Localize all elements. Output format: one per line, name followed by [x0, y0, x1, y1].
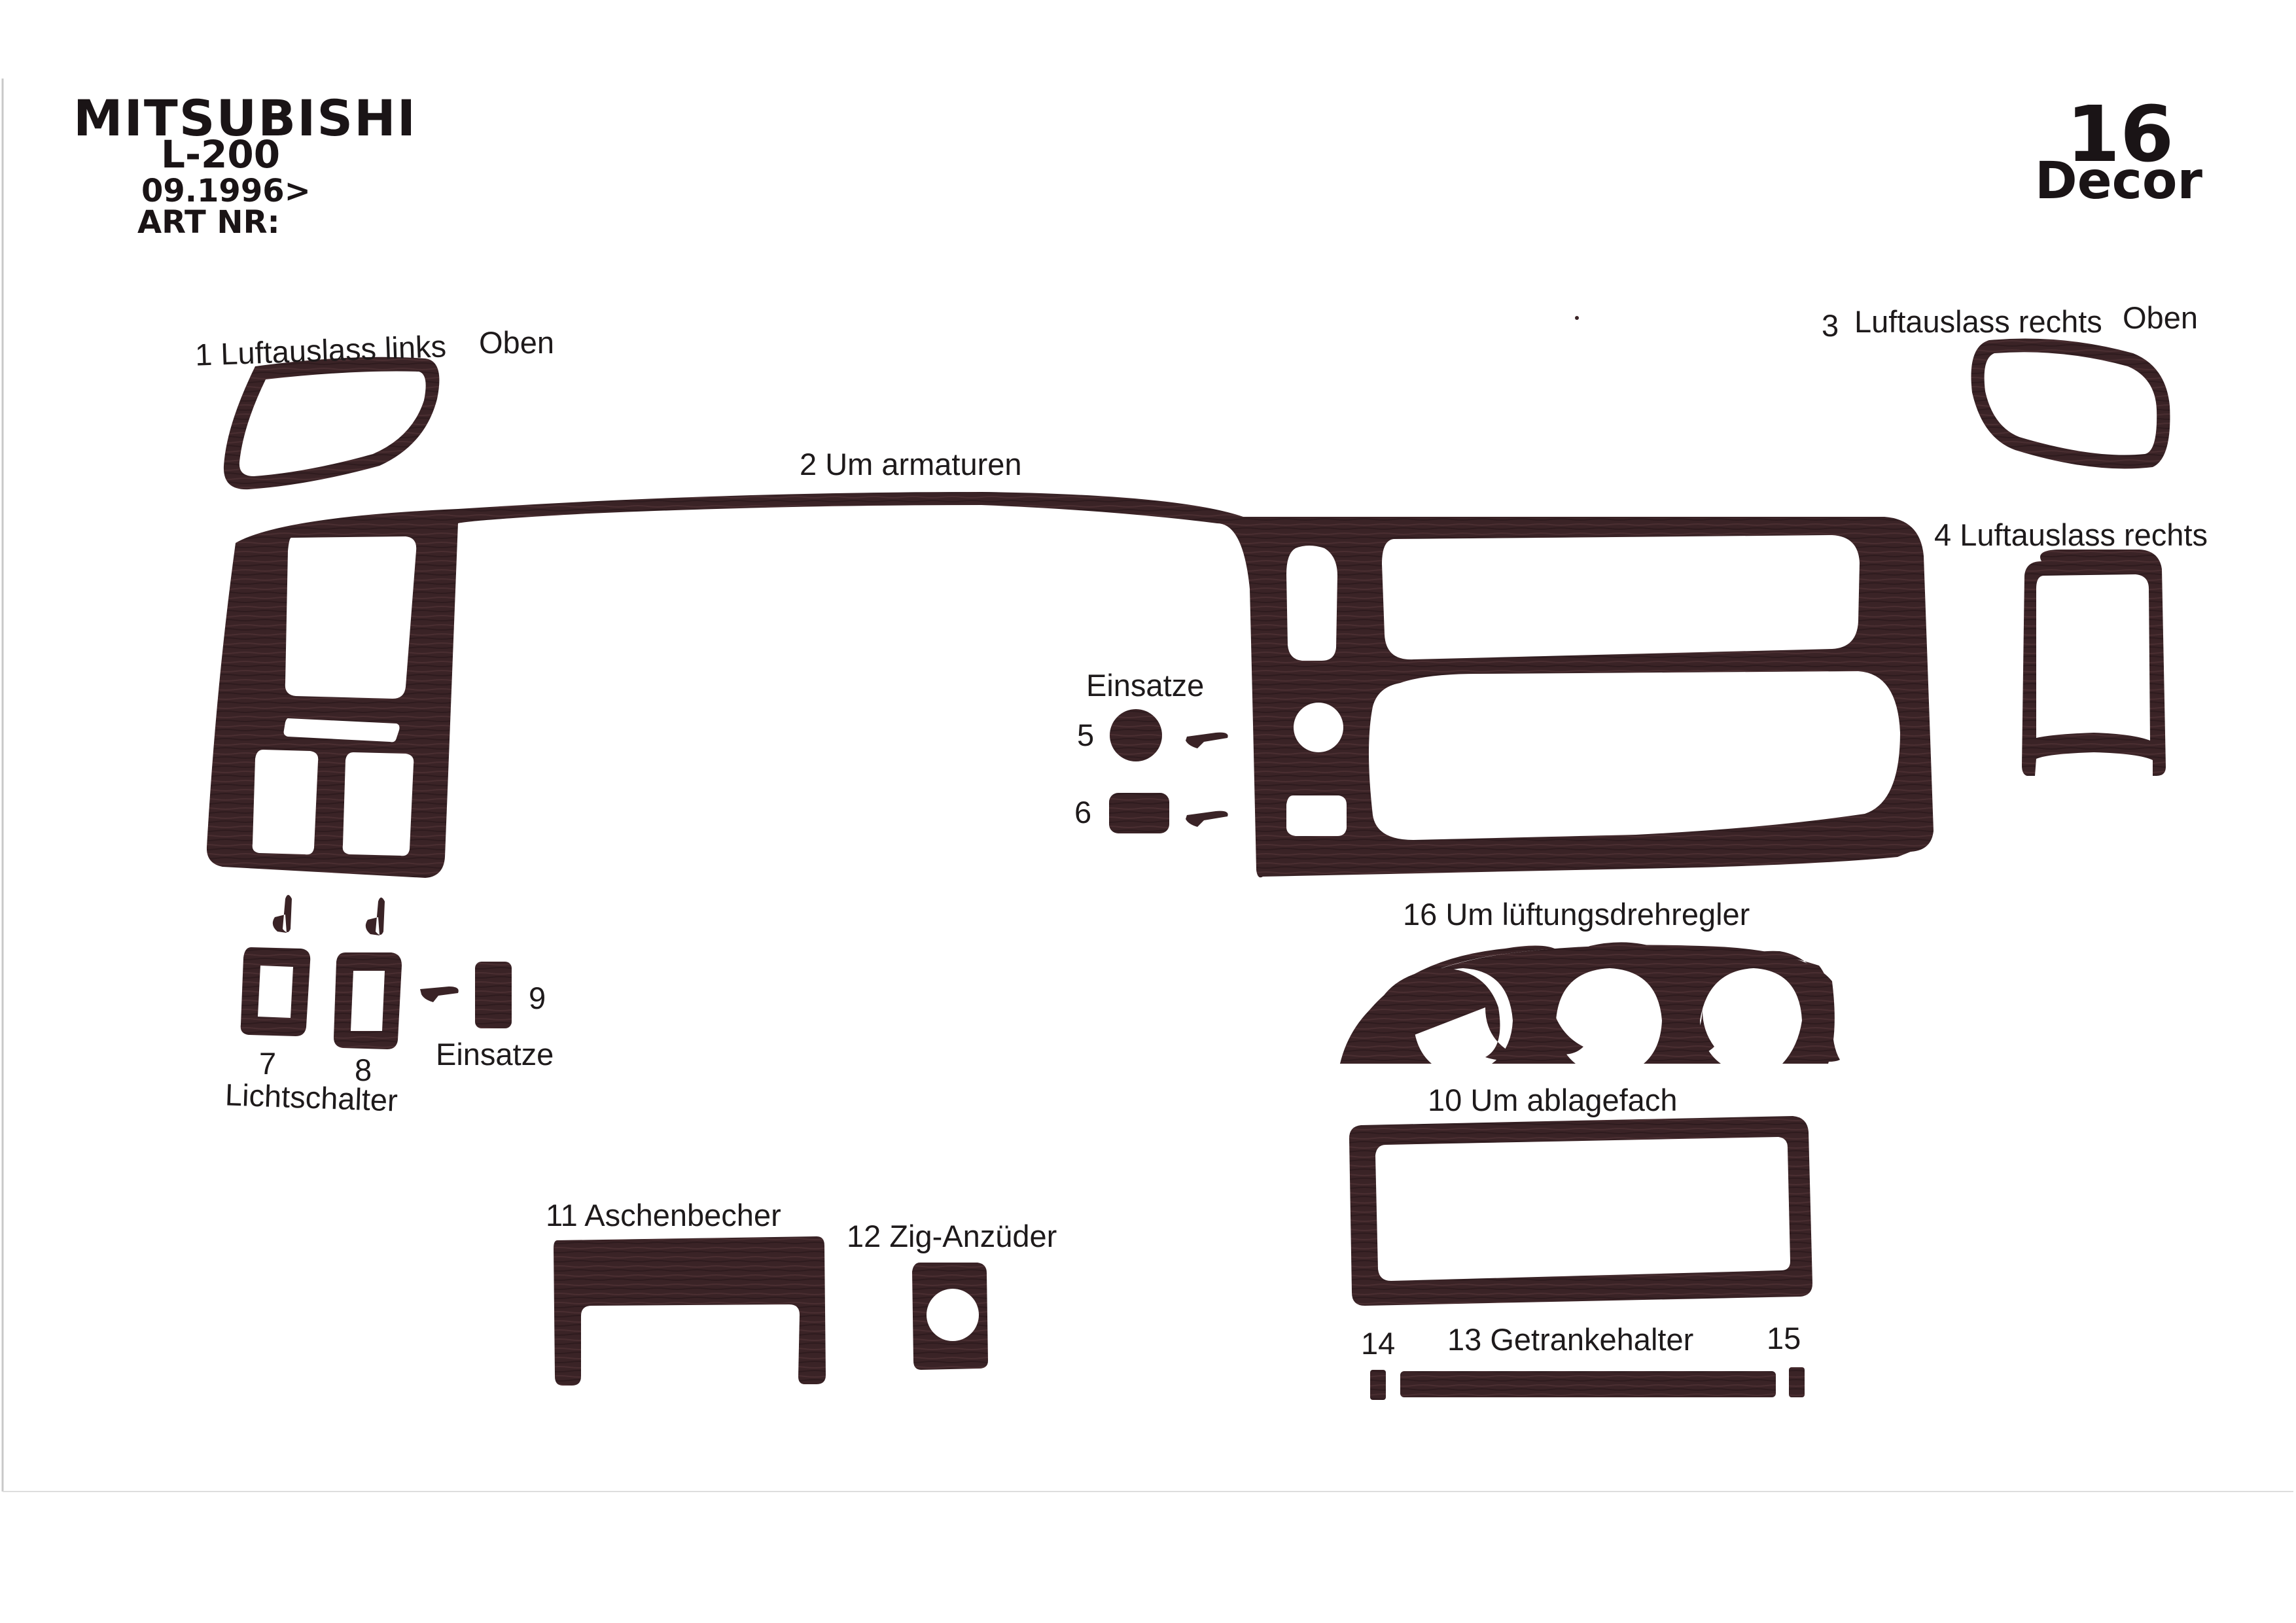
label-part-1: 1 Luftauslass links	[194, 328, 447, 372]
brand-title: MITSUBISHI	[73, 89, 417, 147]
part-12-lighter-plate	[912, 1263, 988, 1370]
part-5-insert-round	[1110, 709, 1162, 761]
label-part-9: 9	[529, 981, 546, 1015]
article-number: ART NR:	[137, 204, 280, 241]
label-part-7: 7	[259, 1046, 277, 1081]
part-15-strip	[1789, 1367, 1805, 1397]
label-part-10: 10 Um ablagefach	[1428, 1083, 1678, 1117]
part-9-insert	[475, 962, 512, 1028]
model-date: 09.1996>	[141, 173, 311, 209]
label-part-1-oben: Oben	[479, 325, 554, 360]
part-1-left-vent-upper	[223, 357, 440, 490]
label-part-4: 4 Luftauslass rechts	[1934, 517, 2208, 552]
label-part-2: 2 Um armaturen	[800, 447, 1022, 481]
pointing-hand-icon	[420, 986, 459, 1002]
label-part-15: 15	[1767, 1321, 1801, 1355]
piece-count: 16	[2066, 89, 2174, 179]
finish-name: Decor	[2035, 152, 2202, 211]
part-14-strip	[1370, 1370, 1386, 1400]
stray-dot	[1575, 316, 1579, 320]
label-einsatze-top: Einsatze	[1086, 668, 1205, 703]
part-10-storage-frame	[1349, 1116, 1812, 1306]
label-part-6: 6	[1074, 795, 1092, 829]
label-part-12: 12 Zig-Anzüder	[847, 1219, 1057, 1253]
part-6-insert-square	[1109, 793, 1169, 833]
label-part-3-oben: Oben	[2123, 300, 2198, 335]
label-part-5: 5	[1077, 718, 1095, 752]
part-7-light-switch-frame	[240, 947, 311, 1036]
label-lichtschalter: Lichtschalter	[224, 1077, 398, 1118]
label-einsatze-bottom: Einsatze	[436, 1037, 554, 1072]
label-part-11: 11 Aschenbecher	[546, 1198, 781, 1232]
label-part-8: 8	[355, 1053, 372, 1087]
pointing-hand-icon	[1186, 811, 1228, 827]
label-part-3: Luftauslass rechts	[1854, 304, 2102, 339]
label-part-3-number: 3	[1822, 308, 1839, 343]
pointing-hand-icon	[365, 898, 385, 935]
part-8-light-switch-frame	[334, 952, 402, 1049]
label-part-13: 13 Getrankehalter	[1447, 1322, 1694, 1357]
part-3-right-vent-upper	[1971, 338, 2170, 469]
part-11-ashtray-frame	[554, 1236, 826, 1386]
label-part-14: 14	[1361, 1326, 1396, 1361]
part-13-cupholder-strip	[1400, 1371, 1776, 1397]
part-4-right-vent	[2022, 550, 2166, 776]
label-part-16: 16 Um lüftungsdrehregler	[1403, 897, 1750, 932]
model-name: L-200	[161, 132, 281, 177]
pointing-hand-icon	[1186, 732, 1228, 748]
part-2-dashboard-trim	[206, 492, 1934, 878]
pointing-hand-icon	[272, 895, 292, 933]
part-16-vent-knob-surround-shape	[1340, 945, 1835, 1064]
